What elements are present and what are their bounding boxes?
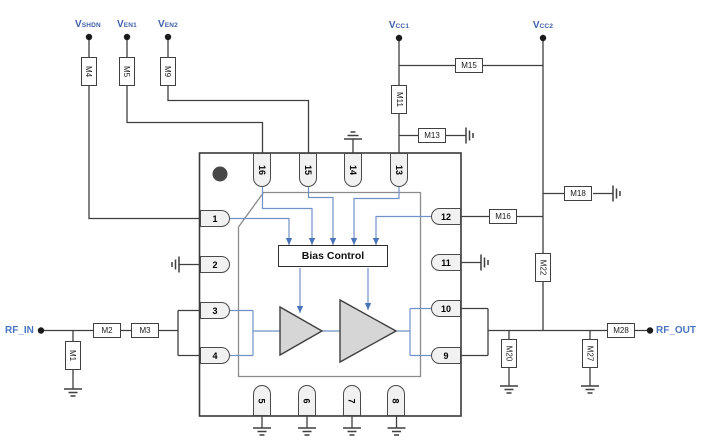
- pin-6: 6: [298, 385, 316, 416]
- terminal-dot: [164, 33, 172, 41]
- rf-output-wire: [461, 307, 647, 386]
- terminal-dot: [37, 327, 45, 334]
- bias-input-wire-pin1: [230, 217, 293, 245]
- ground-icon: [64, 388, 82, 397]
- ven1-wire: [126, 40, 264, 153]
- component-m5: M5: [119, 57, 135, 86]
- pin-5: 5: [253, 385, 271, 416]
- component-m1: M1: [65, 341, 81, 370]
- pin1-indicator-dot: [212, 166, 228, 182]
- pin-10: 10: [431, 300, 461, 317]
- pin-4: 4: [200, 347, 230, 364]
- bias-input-wire-pin12: [372, 215, 431, 245]
- vcc1-wire: [398, 41, 543, 153]
- rf-input-wire: [44, 309, 200, 389]
- amplifier2-icon: [339, 298, 398, 364]
- ground-icon: [612, 185, 621, 202]
- terminal-dot: [123, 33, 131, 41]
- pin-3: 3: [200, 302, 230, 319]
- pin-11: 11: [431, 254, 461, 271]
- pin-14: 14: [344, 153, 362, 187]
- pin-12: 12: [431, 208, 461, 225]
- rf-out-label: RF_OUT: [656, 325, 696, 336]
- vcc2-label: VCC2: [532, 20, 554, 31]
- terminal-dot: [85, 33, 93, 41]
- pin-15: 15: [299, 153, 317, 187]
- rf-in-label: RF_IN: [5, 325, 34, 336]
- ground-icon: [387, 427, 406, 436]
- bias-control-block: Bias Control: [278, 245, 388, 267]
- signal-path-input: [230, 309, 280, 357]
- pin-16: 16: [253, 153, 271, 187]
- component-m18: M18: [564, 186, 592, 201]
- component-m20: M20: [501, 339, 517, 368]
- pin-13: 13: [390, 153, 408, 187]
- ground-icon: [253, 427, 271, 436]
- component-m15: M15: [455, 58, 483, 73]
- bias-input-wire-pin15: [307, 187, 337, 245]
- pin-8: 8: [387, 385, 405, 416]
- terminal-dot: [646, 327, 654, 334]
- terminal-dot: [395, 34, 403, 42]
- pin-7: 7: [343, 385, 361, 416]
- ground-icon: [465, 127, 474, 144]
- bottom-pin-ground-wires: [261, 416, 398, 428]
- ground-icon: [344, 131, 362, 140]
- ven1-label: VEN1: [117, 19, 137, 30]
- component-m16: M16: [489, 209, 517, 224]
- ic-outline: [198, 152, 462, 417]
- pin-9: 9: [431, 347, 461, 364]
- vshdn-wire: [88, 40, 200, 220]
- amplifier1-icon: [279, 305, 324, 357]
- signal-path-output: [396, 307, 431, 357]
- component-m13: M13: [418, 128, 446, 143]
- ven2-wire: [167, 40, 310, 153]
- vcc1-label: VCC1: [388, 20, 410, 31]
- pin-2: 2: [200, 256, 230, 273]
- component-m22: M22: [535, 253, 551, 282]
- vcc2-wire: [542, 41, 613, 331]
- component-m11: M11: [391, 85, 407, 114]
- ground-icon: [581, 385, 599, 394]
- component-m9: M9: [160, 57, 176, 86]
- ven2-label: VEN2: [158, 19, 178, 30]
- ground-icon: [343, 427, 361, 436]
- bias-input-wire-pin13: [350, 187, 400, 245]
- terminal-dot: [539, 34, 547, 42]
- vshdn-label: VSHDN: [75, 19, 101, 30]
- ground-icon: [171, 256, 180, 273]
- component-m3: M3: [131, 323, 159, 338]
- ground-icon: [500, 385, 518, 394]
- ground-icon: [480, 254, 489, 271]
- ground-icon: [298, 427, 316, 436]
- pin-1: 1: [200, 210, 230, 227]
- component-m28: M28: [607, 323, 635, 338]
- component-m2: M2: [93, 323, 121, 338]
- component-m4: M4: [81, 57, 97, 86]
- component-m27: M27: [582, 339, 598, 368]
- bias-input-wire-pin16: [261, 187, 316, 245]
- die-outline: [237, 191, 422, 378]
